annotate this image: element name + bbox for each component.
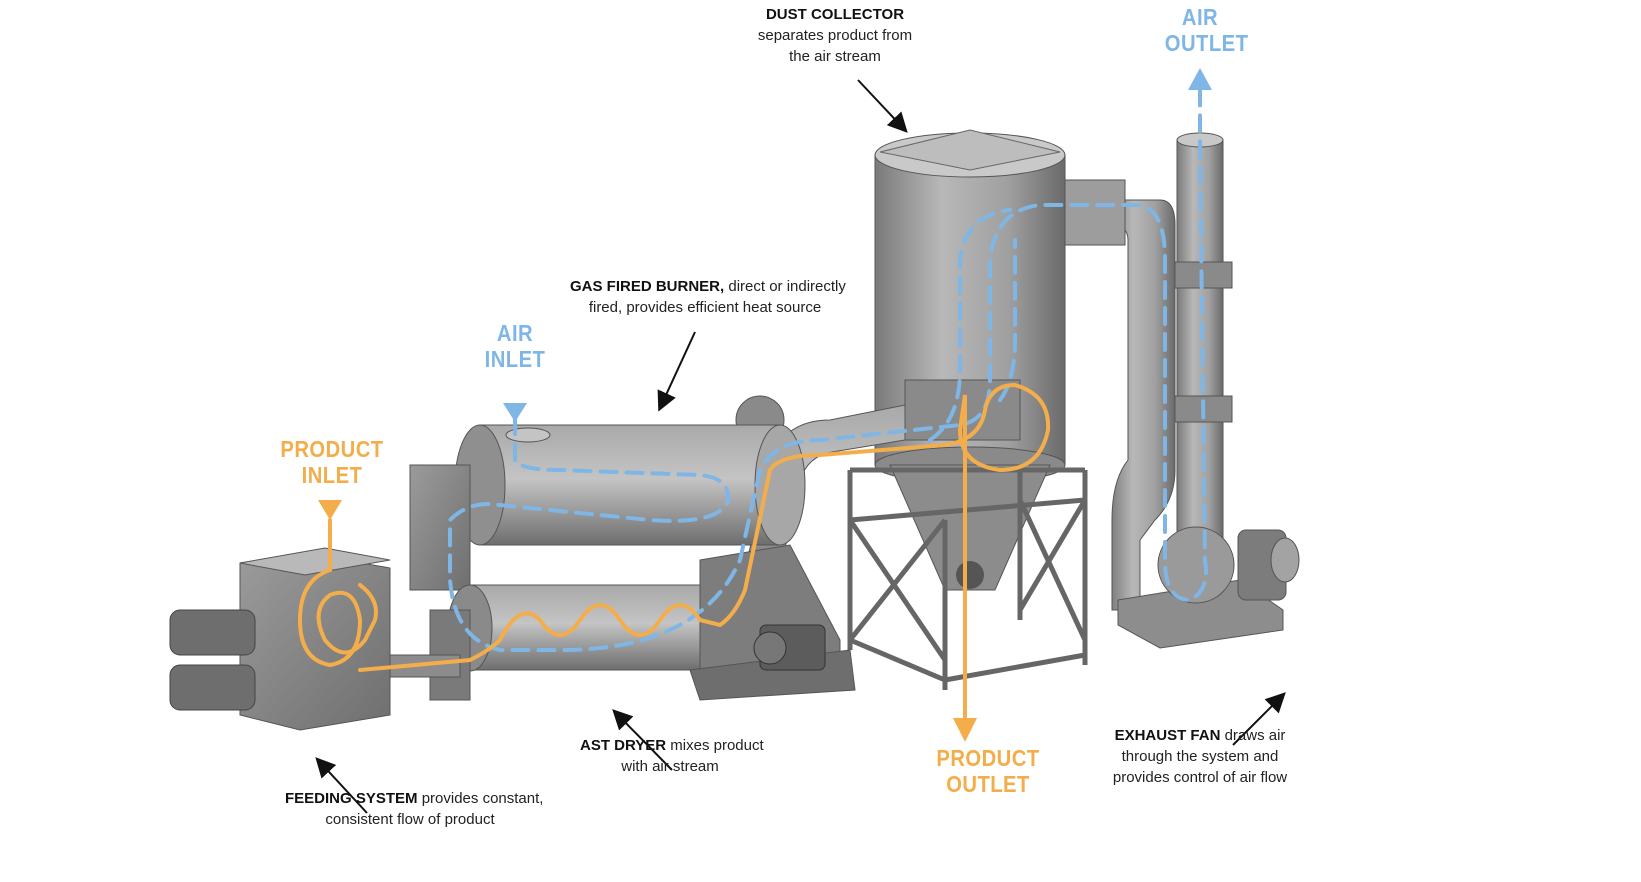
feeding-system-line1: provides constant, <box>417 790 544 807</box>
gas-fired-burner-line1: direct or indirectly <box>724 278 846 295</box>
product-flow-path <box>297 382 1051 722</box>
product-outlet-label-line1: PRODUCT <box>936 745 1040 771</box>
feeding-system-line2: consistent flow of product <box>325 811 495 828</box>
ast-dryer-caption: AST DRYER mixes product with air stream <box>580 735 764 777</box>
exhaust-fan-line1: draws air <box>1220 727 1286 744</box>
dust-collector-title: DUST COLLECTOR <box>765 6 905 23</box>
air-inlet-label-line1: AIR <box>496 320 534 346</box>
product-inlet-label: PRODUCT INLET <box>279 436 385 488</box>
ast-dryer-title: AST DRYER <box>580 737 667 754</box>
gas-fired-burner-title: GAS FIRED BURNER, <box>570 278 725 295</box>
product-outlet-label: PRODUCT OUTLET <box>935 745 1041 797</box>
gas-fired-burner-caption: GAS FIRED BURNER, direct or indirectly f… <box>570 276 846 318</box>
dust-collector-line1: separates product from <box>757 27 913 44</box>
air-outlet-label-line2: OUTLET <box>1164 30 1249 56</box>
exhaust-fan-caption: EXHAUST FAN draws air through the system… <box>1105 725 1295 788</box>
air-inlet-arrow-icon <box>503 403 527 422</box>
product-inlet-arrow-icon <box>318 500 342 520</box>
exhaust-fan-title: EXHAUST FAN <box>1114 727 1221 744</box>
exhaust-fan-line3: provides control of air flow <box>1112 769 1288 786</box>
dryer-drum-icon <box>429 544 856 701</box>
product-outlet-arrow-icon <box>953 718 977 742</box>
exhaust-fan-icon <box>1117 526 1300 649</box>
air-outlet-label-line1: AIR <box>1181 4 1219 30</box>
air-outlet-arrow-icon <box>1188 68 1212 90</box>
flow-arrowheads <box>318 68 1212 742</box>
air-inlet-label: AIR INLET <box>480 320 550 372</box>
exhaust-fan-line2: through the system and <box>1121 748 1279 765</box>
product-inlet-label-line2: INLET <box>301 462 363 488</box>
feeding-system-caption: FEEDING SYSTEM provides constant, consis… <box>285 788 543 830</box>
dust-collector-line2: the air stream <box>789 48 881 65</box>
dust-collector-caption: DUST COLLECTOR separates product from th… <box>740 4 930 67</box>
air-flow-path <box>448 83 1208 652</box>
burner-drum-icon <box>409 424 806 591</box>
ast-dryer-line1: mixes product <box>666 737 764 754</box>
callout-arrows <box>315 79 1286 814</box>
gas-fired-burner-line2: fired, provides efficient heat source <box>588 299 822 316</box>
air-outlet-label: AIR OUTLET <box>1164 4 1249 56</box>
product-outlet-label-line2: OUTLET <box>946 771 1030 797</box>
feeding-system-title: FEEDING SYSTEM <box>285 790 418 807</box>
air-inlet-label-line2: INLET <box>484 346 546 372</box>
motor-icon <box>753 624 826 671</box>
product-inlet-label-line1: PRODUCT <box>280 436 384 462</box>
ast-dryer-line2: with air stream <box>621 758 719 775</box>
